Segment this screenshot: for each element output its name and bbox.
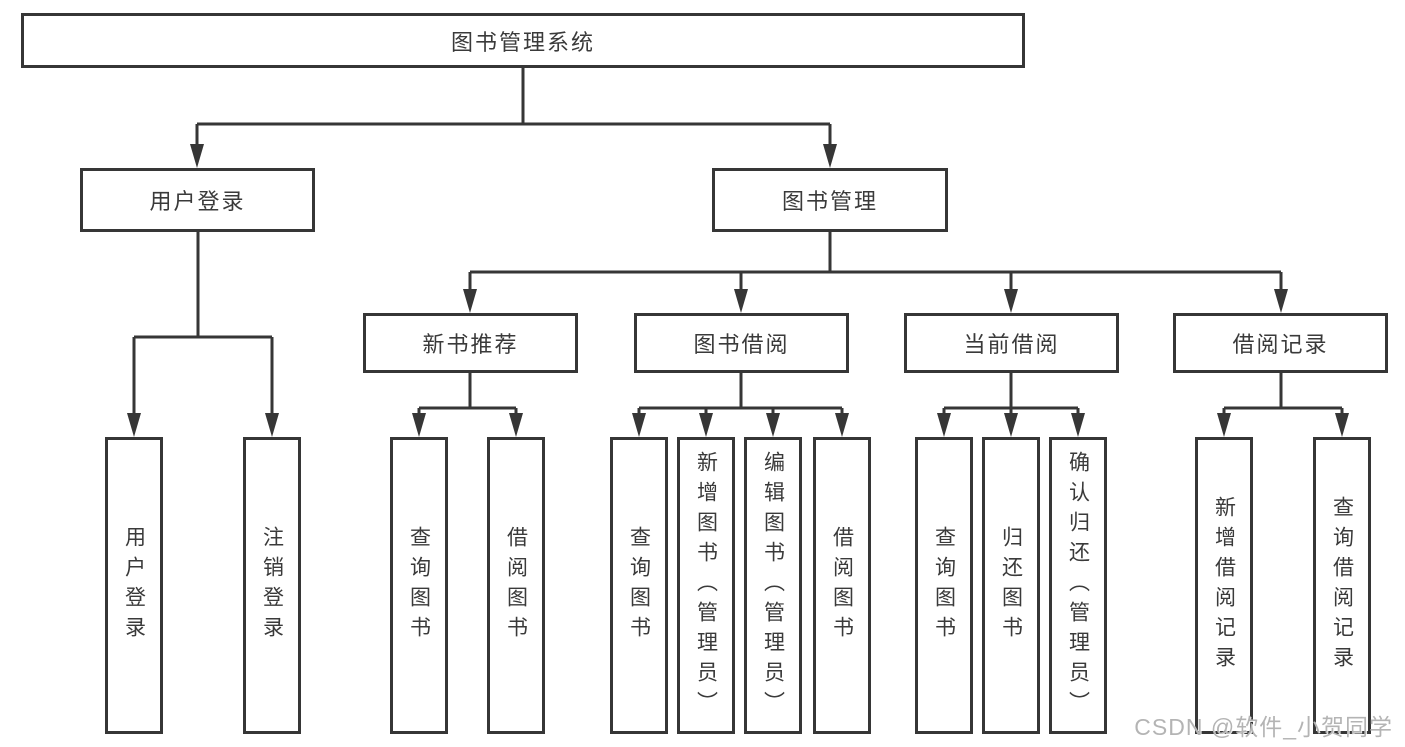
node-label: 新增借阅记录	[1212, 495, 1236, 676]
arrow-icon	[265, 413, 279, 437]
leaf-query-borrow-record: 查询借阅记录	[1313, 437, 1371, 734]
watermark: CSDN @软件_小贺同学	[1134, 714, 1393, 740]
arrow-icon	[632, 413, 646, 437]
node-label: 查询图书	[932, 525, 956, 646]
node-label: 当前借阅	[963, 332, 1060, 357]
node-label: 图书管理系统	[450, 29, 595, 55]
leaf-add-book-admin: 新增图书（管理员）	[677, 437, 735, 734]
arrow-icon	[1071, 413, 1085, 437]
arrow-icon	[766, 413, 780, 437]
node-user-login-branch: 用户登录	[80, 168, 315, 232]
node-current-borrow: 当前借阅	[904, 313, 1119, 373]
node-label: 查询图书	[407, 525, 431, 646]
arrow-icon	[734, 289, 748, 313]
leaf-query-books-recommend: 查询图书	[390, 437, 448, 734]
node-label: 图书借阅	[693, 332, 790, 357]
leaf-query-books-current: 查询图书	[915, 437, 973, 734]
arrow-icon	[412, 413, 426, 437]
arrow-icon	[463, 289, 477, 313]
node-label: 新增图书（管理员）	[694, 450, 718, 721]
node-book-borrow: 图书借阅	[634, 313, 849, 373]
node-label: 注销登录	[260, 525, 284, 646]
leaf-borrow-books: 借阅图书	[813, 437, 871, 734]
leaf-edit-book-admin: 编辑图书（管理员）	[744, 437, 802, 734]
node-library-management-system: 图书管理系统	[21, 13, 1025, 68]
leaf-add-borrow-record: 新增借阅记录	[1195, 437, 1253, 734]
leaf-logout: 注销登录	[243, 437, 301, 734]
node-label: 图书管理	[781, 189, 878, 214]
node-book-management-branch: 图书管理	[712, 168, 948, 232]
node-label: 编辑图书（管理员）	[761, 450, 785, 721]
node-label: 查询借阅记录	[1330, 495, 1354, 676]
arrow-icon	[823, 144, 837, 168]
node-label: 借阅图书	[830, 525, 854, 646]
arrow-icon	[127, 413, 141, 437]
node-label: 查询图书	[627, 525, 651, 646]
arrow-icon	[509, 413, 523, 437]
leaf-confirm-return-admin: 确认归还（管理员）	[1049, 437, 1107, 734]
leaf-query-books-borrow: 查询图书	[610, 437, 668, 734]
node-label: 用户登录	[149, 189, 246, 214]
node-label: 借阅图书	[504, 525, 528, 646]
arrow-icon	[937, 413, 951, 437]
leaf-return-book: 归还图书	[982, 437, 1040, 734]
node-label: 归还图书	[999, 525, 1023, 646]
arrow-icon	[190, 144, 204, 168]
arrow-icon	[1004, 289, 1018, 313]
arrow-icon	[699, 413, 713, 437]
node-label: 用户登录	[122, 525, 146, 646]
leaf-borrow-books-recommend: 借阅图书	[487, 437, 545, 734]
arrow-icon	[835, 413, 849, 437]
node-new-book-recommend: 新书推荐	[363, 313, 578, 373]
arrow-icon	[1004, 413, 1018, 437]
node-label: 确认归还（管理员）	[1066, 450, 1090, 721]
node-label: 新书推荐	[422, 332, 519, 357]
node-label: 借阅记录	[1232, 332, 1329, 357]
leaf-user-login: 用户登录	[105, 437, 163, 734]
arrow-icon	[1274, 289, 1288, 313]
arrow-icon	[1335, 413, 1349, 437]
node-borrow-records: 借阅记录	[1173, 313, 1388, 373]
arrow-icon	[1217, 413, 1231, 437]
